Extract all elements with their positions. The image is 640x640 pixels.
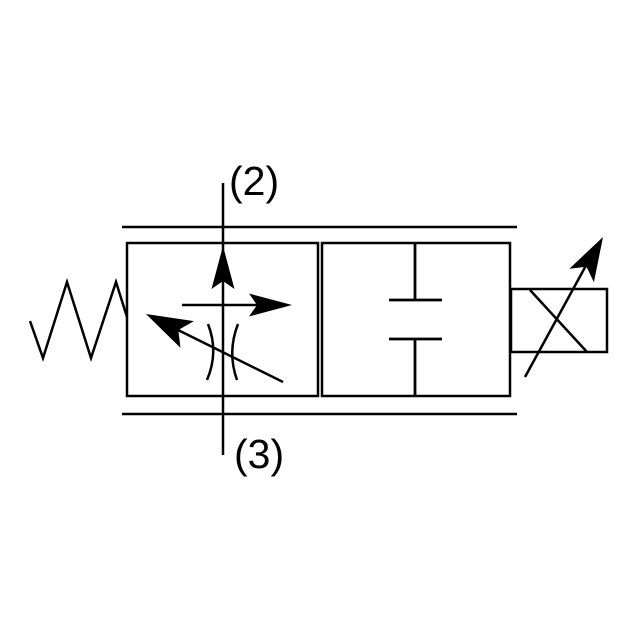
port-3-label: (3) [234, 431, 285, 477]
adjustability-arrow-head [146, 314, 194, 348]
solenoid-arrow-shaft [523, 259, 591, 378]
adjustability-arrow-shaft [175, 327, 284, 384]
flow-arrow-up-icon [211, 246, 235, 289]
throttle-arc-left [205, 323, 215, 381]
port-2-label: (2) [229, 158, 280, 204]
proportional-solenoid-icon [509, 237, 609, 378]
throttle-arc-right [231, 323, 240, 381]
flow-arrow-right-head [249, 293, 292, 317]
flow-arrow-right-icon [182, 293, 292, 317]
adjustability-arrow-icon [146, 314, 284, 384]
blocked-port-symbol [389, 243, 442, 396]
solenoid-box [509, 287, 609, 354]
solenoid-arrow-head [569, 237, 603, 283]
spring-icon [28, 277, 129, 363]
solenoid-diagonal-stroke [529, 289, 588, 353]
throttle-orifice-icon [205, 323, 240, 381]
